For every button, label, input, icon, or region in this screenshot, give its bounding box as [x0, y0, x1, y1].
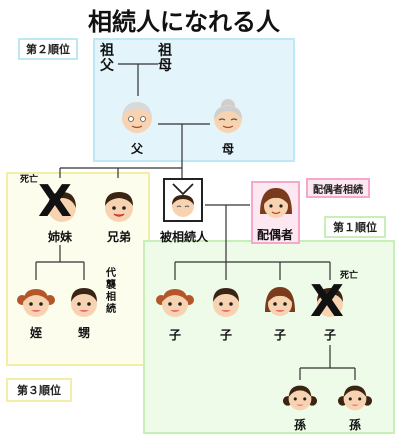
child4-label: 子	[323, 328, 336, 342]
sister-label: 姉妹	[47, 230, 72, 244]
grandchild1-label: 孫	[293, 418, 306, 432]
spouse-label: 配偶者	[256, 228, 293, 242]
child3-label: 子	[273, 328, 286, 342]
child1-label: 子	[168, 328, 181, 342]
mother-label: 母	[221, 142, 234, 156]
grandchild1-avatar	[282, 385, 318, 411]
child4-deceased-x-icon: X	[310, 276, 344, 327]
brother-label: 兄弟	[106, 230, 131, 244]
mother-avatar	[214, 99, 242, 133]
decedent-label: 被相続人	[159, 230, 208, 244]
niece-label: 姪	[29, 326, 42, 340]
father-avatar	[122, 102, 152, 133]
brother-avatar	[105, 192, 133, 222]
spouse-avatar	[260, 188, 292, 218]
child1-avatar	[156, 289, 194, 317]
nephew-label: 甥	[77, 326, 90, 340]
child2-label: 子	[219, 328, 232, 342]
rank1-tag: 第１順位	[324, 216, 386, 238]
decedent-avatar	[172, 183, 194, 217]
child2-avatar	[213, 288, 239, 317]
sister-avatar	[48, 192, 76, 222]
grandchild2-avatar	[337, 385, 373, 411]
page-title: 相続人になれる人	[88, 8, 280, 36]
dead-note-child: 死亡	[340, 271, 359, 281]
dead-note-sibling: 死亡	[20, 175, 39, 185]
grandchild2-label: 孫	[348, 418, 361, 432]
grandmother-label: 祖母	[158, 43, 172, 74]
rank3-tag: 第３順位	[6, 378, 72, 402]
daishu-note: 代襲相続	[106, 268, 116, 315]
child4-avatar	[317, 288, 343, 317]
rank2-region	[93, 38, 295, 162]
child3-avatar	[265, 287, 295, 316]
spouse-inherit-tag: 配偶者相続	[306, 178, 370, 198]
niece-avatar	[17, 289, 55, 317]
sister-deceased-x-icon: X	[38, 176, 72, 227]
father-label: 父	[130, 142, 143, 156]
nephew-avatar	[71, 288, 97, 317]
rank2-tag: 第２順位	[18, 38, 78, 60]
grandfather-label: 祖父	[100, 43, 114, 74]
